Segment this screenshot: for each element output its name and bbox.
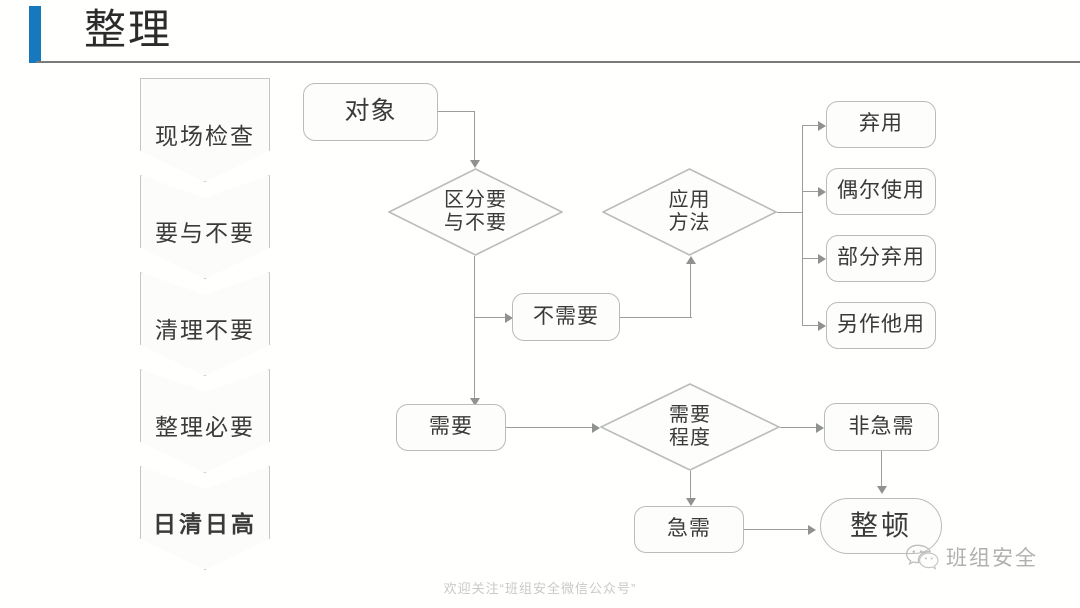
connector-urgent-to-result [744,529,812,531]
left-step-4[interactable]: 整理必要 [140,369,270,473]
arrowhead-outcome-3 [818,254,826,264]
connector-sort-to-notneeded [474,317,510,319]
flow-node-start-label: 对象 [344,97,397,126]
connector-outcome-3 [802,258,824,260]
flow-outcome-2-label: 偶尔使用 [837,179,925,203]
diamond-shape-icon [600,383,780,471]
connector-outcome-4 [802,325,824,327]
connector-nonurgent-to-result [881,451,883,489]
left-step-2-label: 要与不要 [155,220,255,246]
connector-sort-trunk [474,256,476,406]
flow-decision-sort-label: 区分要 与不要 [444,189,507,234]
flow-node-result-label: 整顿 [849,510,912,542]
left-step-4-label: 整理必要 [155,414,255,440]
title-divider [36,61,1080,63]
arrowhead-outcome-1 [818,121,826,131]
left-step-2[interactable]: 要与不要 [140,175,270,279]
arrowhead-outcome-4 [818,321,826,331]
flow-node-result[interactable]: 整顿 [820,498,942,554]
flow-node-needed[interactable]: 需要 [396,404,506,451]
flow-node-not-needed-label: 不需要 [533,304,599,328]
flow-outcome-1[interactable]: 弃用 [826,101,936,148]
flow-node-urgent-label: 急需 [667,517,711,541]
arrowhead-to-sort [470,160,480,168]
connector-outcome-1 [802,125,824,127]
left-step-5-label: 日清日高 [153,511,257,537]
flow-outcome-2[interactable]: 偶尔使用 [826,168,936,215]
wechat-icon [905,544,939,570]
connector-start-right [438,111,475,113]
left-step-3-label: 清理不要 [155,317,255,343]
flow-decision-degree[interactable]: 需要 程度 [600,383,780,471]
flow-node-start[interactable]: 对象 [303,83,438,141]
flow-node-non-urgent[interactable]: 非急需 [824,403,939,451]
diamond-shape-icon [388,168,563,256]
arrowhead-to-needed [470,398,480,406]
flow-outcome-1-label: 弃用 [859,112,903,136]
watermark-label: 班组安全 [946,547,1038,570]
connector-method-out [777,212,803,214]
arrowhead-to-notneeded [505,313,513,323]
connector-needed-to-degree [506,427,596,429]
flow-node-urgent[interactable]: 急需 [634,506,744,553]
page-title: 整理 [84,6,173,53]
diamond-shape-icon [602,168,777,256]
left-step-1[interactable]: 现场检查 [140,78,270,182]
left-step-5[interactable]: 日清日高 [140,466,270,570]
flow-outcome-3-label: 部分弃用 [837,246,925,270]
connector-degree-to-urgent [690,471,692,503]
flow-outcome-4-label: 另作他用 [837,313,925,337]
connector-degree-to-nonurgent [780,427,821,429]
arrowhead-outcome-2 [818,187,826,197]
flow-decision-method-label: 应用 方法 [668,189,711,234]
arrowhead-to-nonurgent [816,423,824,433]
connector-start-down [474,111,476,163]
flow-node-non-urgent-label: 非急需 [848,414,915,438]
flow-outcome-4[interactable]: 另作他用 [826,302,936,349]
left-step-1-label: 现场检查 [155,123,255,149]
flow-decision-sort[interactable]: 区分要 与不要 [388,168,563,256]
connector-notneeded-up [690,264,692,318]
connector-outcome-bus [802,126,804,326]
footer-note: 欢迎关注“班组安全微信公众号” [443,581,637,596]
flow-node-not-needed[interactable]: 不需要 [512,293,620,341]
arrowhead-to-method [686,256,696,264]
arrowhead-result-left [808,525,816,535]
flow-node-needed-label: 需要 [429,415,473,439]
watermark: 班组安全 [905,542,1038,572]
left-step-3[interactable]: 清理不要 [140,272,270,376]
connector-notneeded-right [620,317,692,319]
arrowhead-to-degree [592,423,600,433]
flow-decision-method[interactable]: 应用 方法 [602,168,777,256]
title-accent-bar [29,6,41,63]
arrowhead-to-urgent [686,498,696,506]
connector-outcome-2 [802,191,824,193]
arrowhead-result-top [877,486,887,494]
flow-decision-degree-label: 需要 程度 [669,404,711,449]
flow-outcome-3[interactable]: 部分弃用 [826,235,936,282]
